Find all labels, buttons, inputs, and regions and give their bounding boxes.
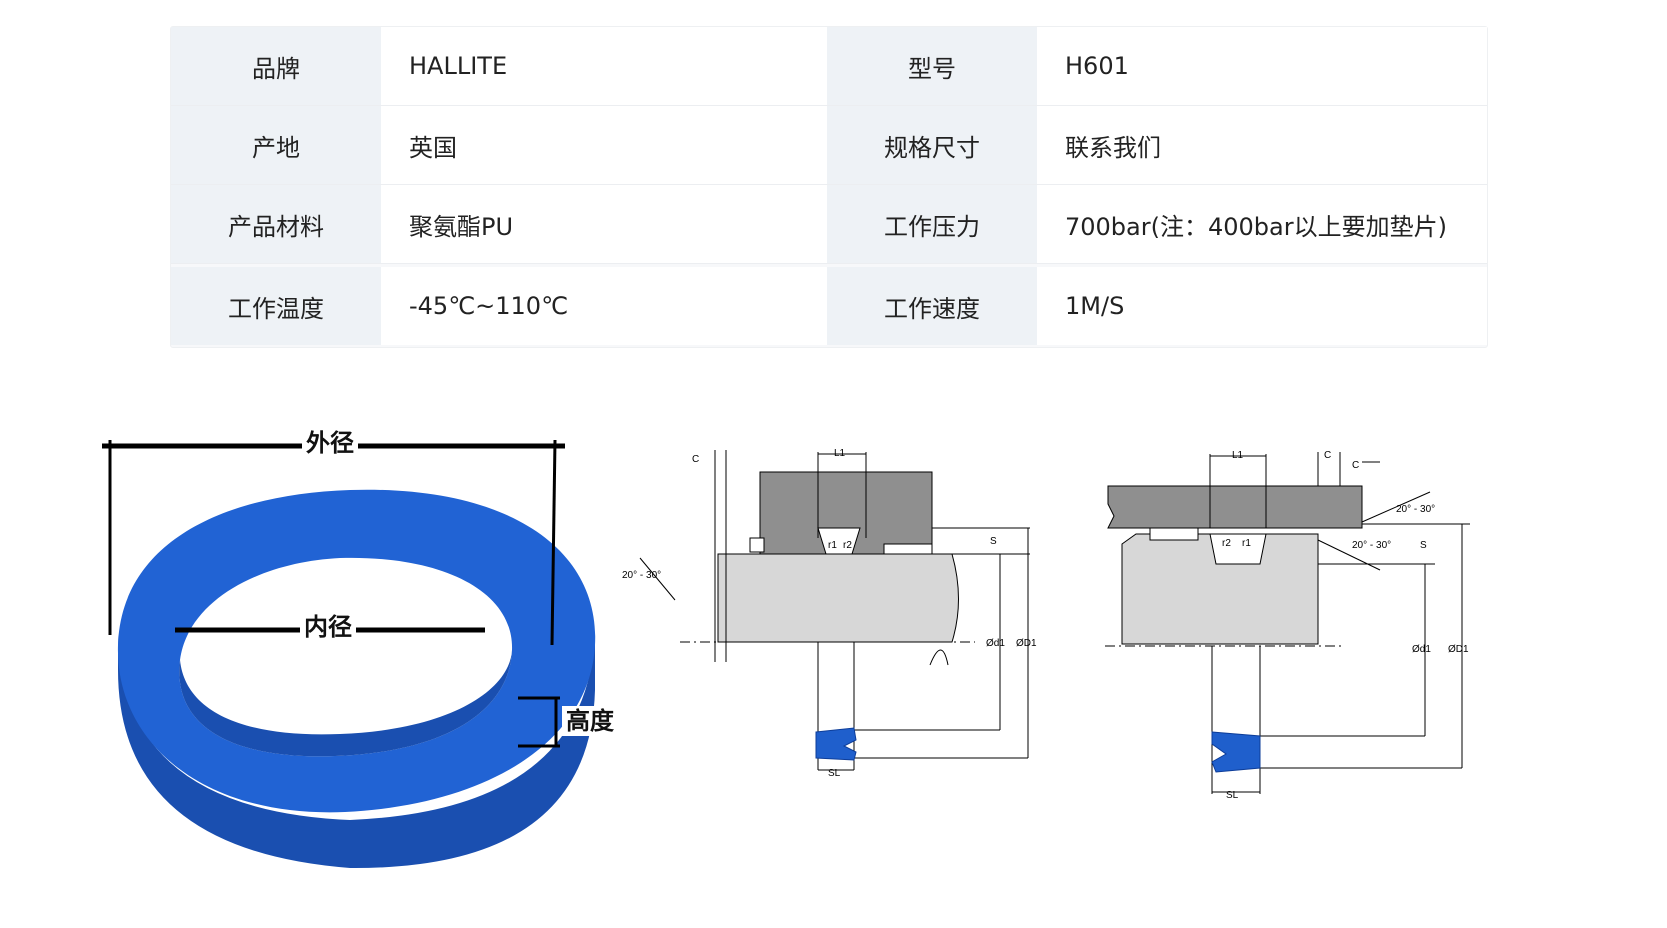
spec-value: 英国 <box>381 106 827 184</box>
label-c: C <box>1352 460 1359 471</box>
spec-label: 产品材料 <box>171 185 381 263</box>
housing-block <box>1107 485 1363 529</box>
outer-diameter-tick <box>550 439 557 646</box>
label-l1: L1 <box>1232 450 1244 461</box>
spec-value: 1M/S <box>1037 267 1487 345</box>
label-angle: 20° - 30° <box>622 570 661 581</box>
spec-label: 工作速度 <box>827 267 1037 345</box>
label-D1: ØD1 <box>1016 638 1037 649</box>
spec-value: 700bar(注：400bar以上要加垫片) <box>1037 185 1487 263</box>
spec-label: 产地 <box>171 106 381 184</box>
break-mark <box>929 649 949 666</box>
row-divider <box>171 105 1487 106</box>
cross-section-diagram-left: C L1 r1 r2 20° - 30° S Ød1 ØD1 SL <box>622 448 1037 779</box>
seal-inner-wall <box>179 650 512 757</box>
label-s: S <box>1420 540 1427 551</box>
label-d1: Ød1 <box>1412 644 1431 655</box>
spec-label: 型号 <box>827 27 1037 105</box>
label-l1: L1 <box>834 448 846 459</box>
spec-label: 工作温度 <box>171 267 381 345</box>
label-r2: r2 <box>1222 538 1231 549</box>
spec-label: 规格尺寸 <box>827 106 1037 184</box>
chamfer <box>749 537 765 553</box>
row-divider <box>171 184 1487 185</box>
label-angle-top: 20° - 30° <box>1396 504 1435 515</box>
groove <box>1209 533 1267 565</box>
angle-line <box>1361 491 1431 523</box>
seal-ring-illustration <box>102 439 596 869</box>
spec-row: 产品材料 聚氨酯PU 工作压力 700bar(注：400bar以上要加垫片) <box>171 185 1487 263</box>
seal-photo: 外径 内径 高度 <box>90 428 670 880</box>
label-s: S <box>990 536 997 547</box>
angle-line <box>1317 539 1381 571</box>
spec-row: 工作温度 -45℃~110℃ 工作速度 1M/S <box>171 267 1487 345</box>
groove-pad <box>883 543 933 555</box>
body-block <box>1121 533 1319 645</box>
spec-value: H601 <box>1037 27 1487 105</box>
label-r1: r1 <box>828 540 837 551</box>
cross-section-diagram-right: L1 C C 20° - 30° 20° - 30° r2 r1 S Ød1 Ø… <box>1105 450 1470 801</box>
label-sl: SL <box>1226 790 1239 801</box>
spec-table: 品牌 HALLITE 型号 H601 产地 英国 规格尺寸 联系我们 产品材料 … <box>170 26 1488 348</box>
outer-diameter-label: 外径 <box>302 428 358 458</box>
label-angle-mid: 20° - 30° <box>1352 540 1391 551</box>
body-block <box>717 553 959 643</box>
seal-ring-side <box>118 630 595 869</box>
seal-ring-face <box>117 489 596 813</box>
spec-value: 聚氨酯PU <box>381 185 827 263</box>
spec-value: HALLITE <box>381 27 827 105</box>
spec-value: 联系我们 <box>1037 106 1487 184</box>
label-D1: ØD1 <box>1448 644 1469 655</box>
spec-row: 品牌 HALLITE 型号 H601 <box>171 27 1487 105</box>
inner-diameter-label: 内径 <box>300 612 356 642</box>
label-sl: SL <box>828 768 841 779</box>
height-label: 高度 <box>562 706 618 736</box>
label-d1: Ød1 <box>986 638 1005 649</box>
spec-row: 产地 英国 规格尺寸 联系我们 <box>171 106 1487 184</box>
groove-pad <box>1149 527 1199 541</box>
label-c: C <box>692 454 699 465</box>
label-c: C <box>1324 450 1331 461</box>
spec-label: 工作压力 <box>827 185 1037 263</box>
row-divider <box>171 263 1487 264</box>
angle-line <box>639 557 676 601</box>
label-r2: r2 <box>843 540 852 551</box>
seal-profile <box>1211 731 1261 773</box>
spec-label: 品牌 <box>171 27 381 105</box>
spec-value: -45℃~110℃ <box>381 267 827 345</box>
seal-profile <box>815 727 857 761</box>
label-r1: r1 <box>1242 538 1251 549</box>
groove <box>817 527 861 555</box>
